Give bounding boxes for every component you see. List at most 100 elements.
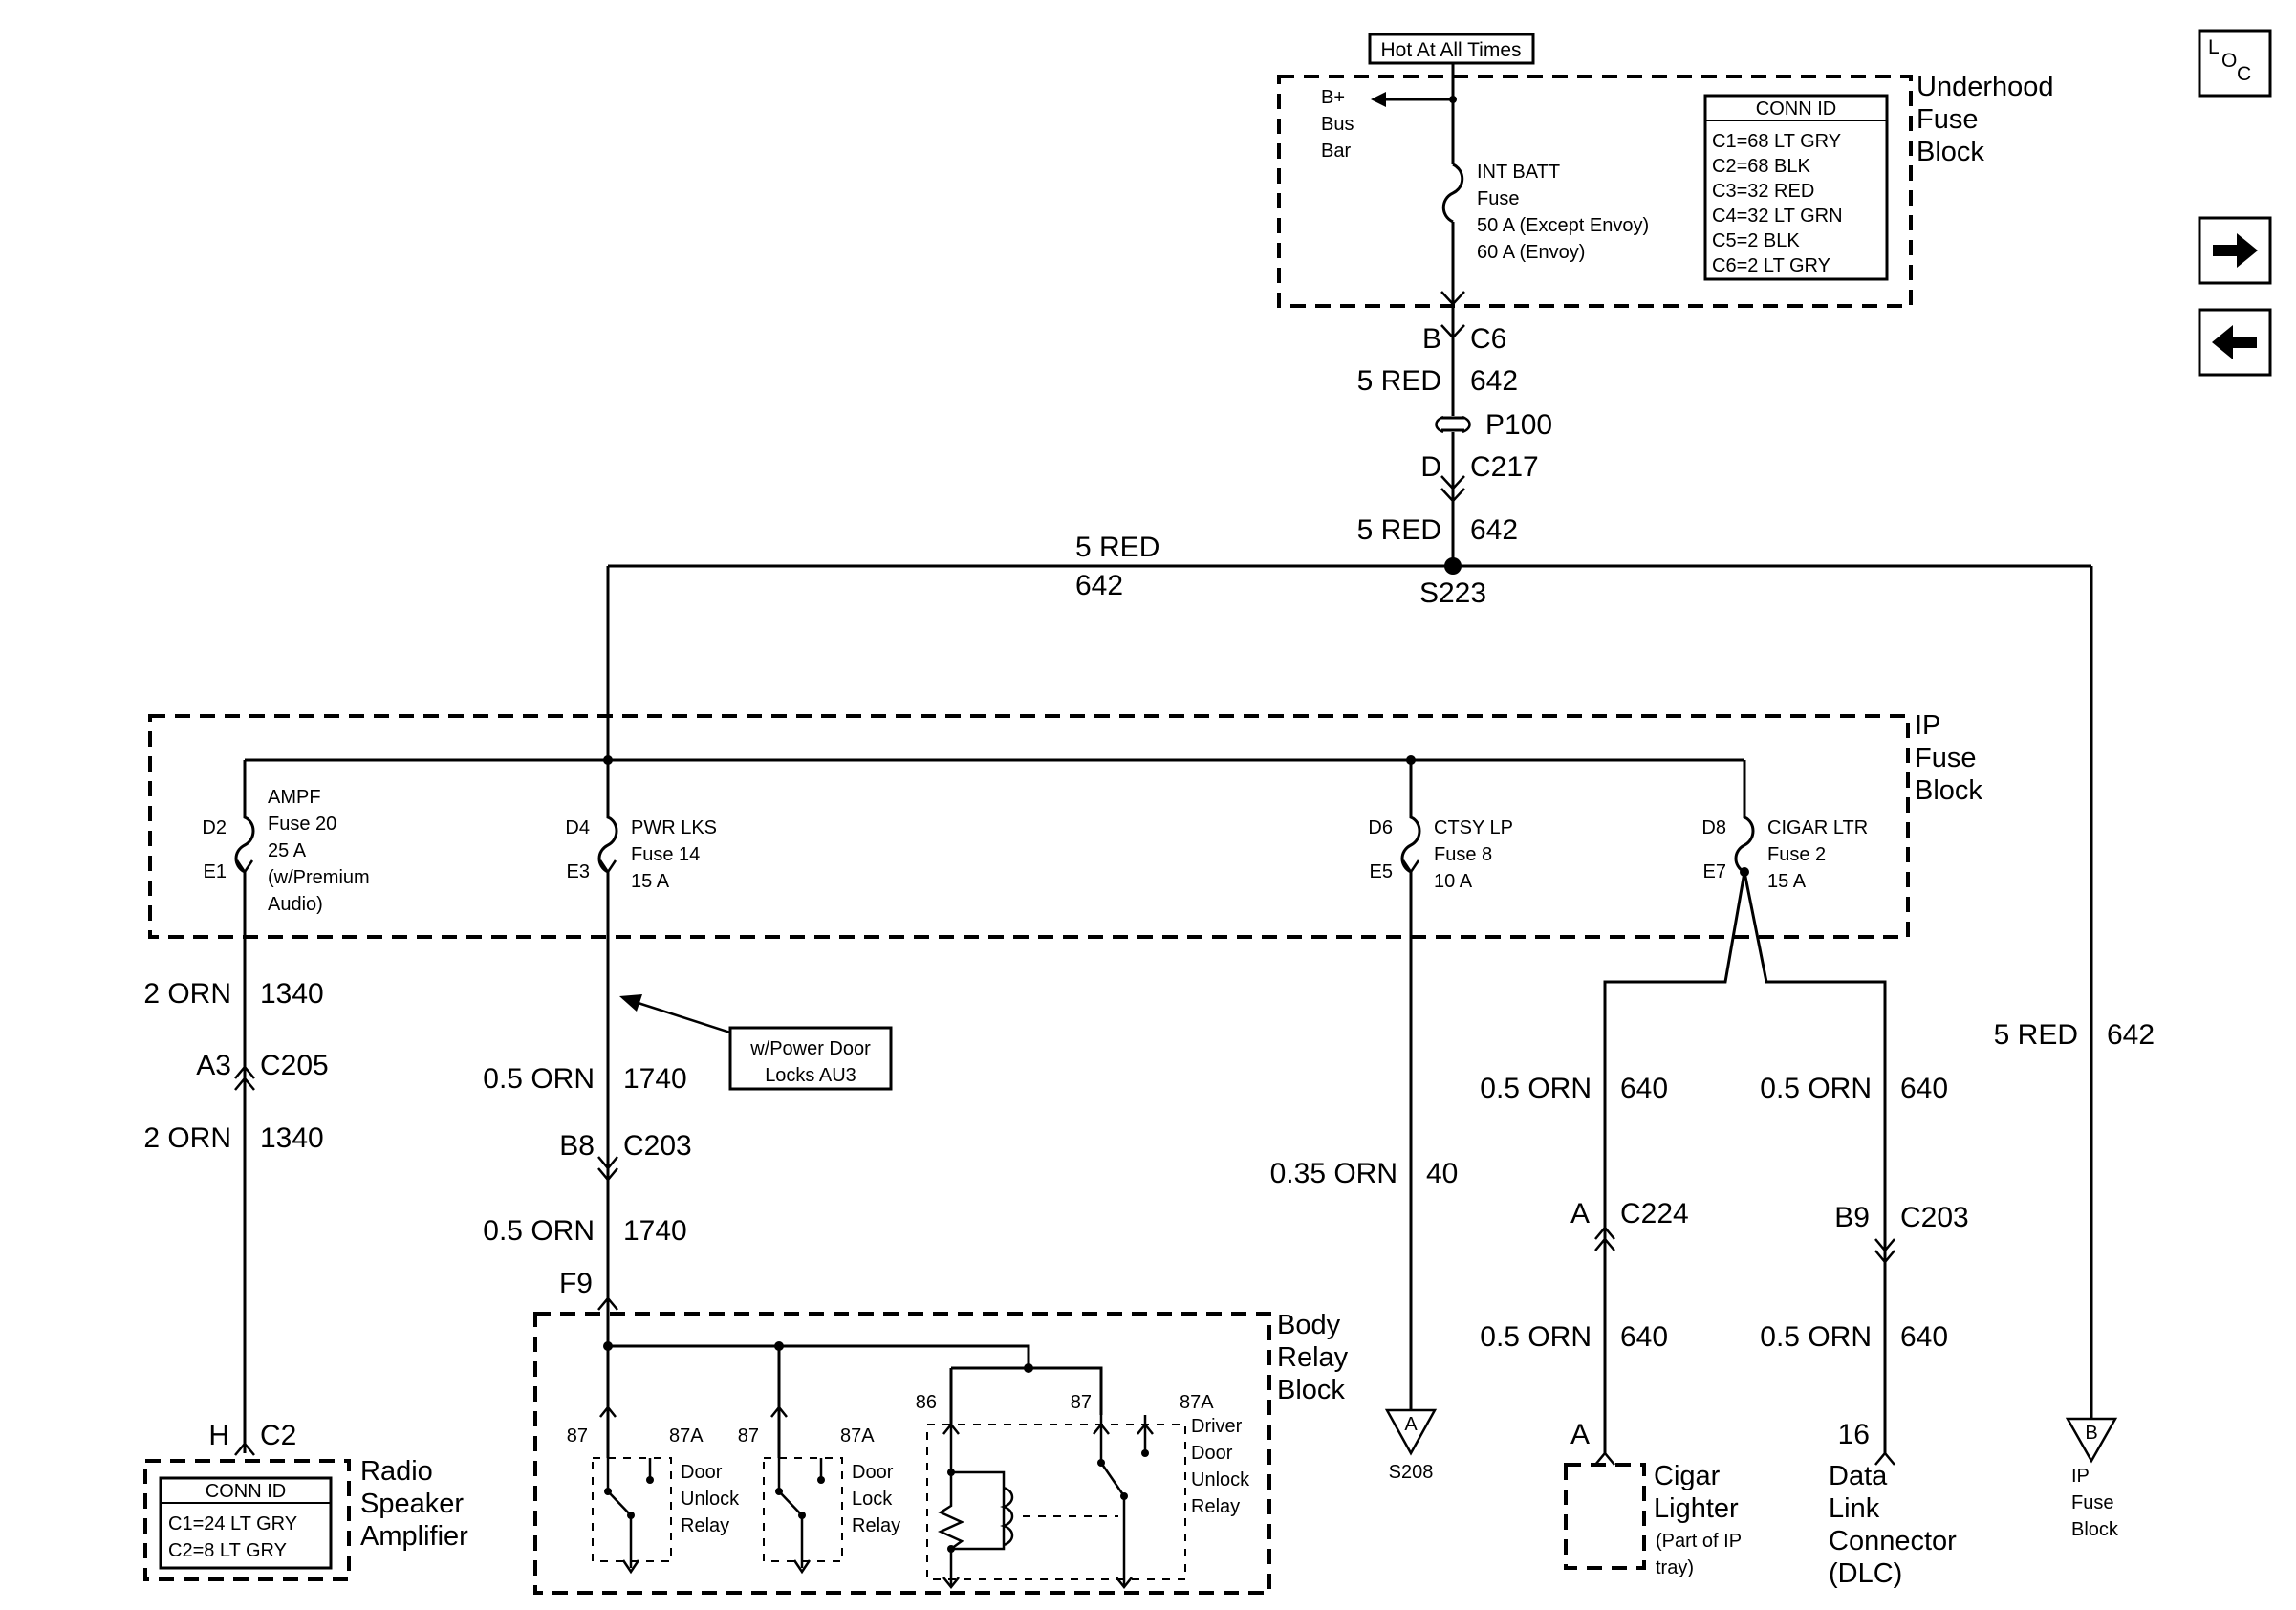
f9-connector-symbol <box>597 1296 618 1311</box>
svg-text:Hot At All Times: Hot At All Times <box>1380 39 1521 61</box>
wire-size-label: 5 RED <box>1994 1019 2078 1051</box>
svg-text:Body: Body <box>1277 1310 1341 1340</box>
s223-splice-label: S223 <box>1419 577 1486 609</box>
svg-text:Fuse: Fuse <box>1477 188 1519 209</box>
svg-text:50 A (Except Envoy): 50 A (Except Envoy) <box>1477 215 1649 236</box>
f9-pin-label: F9 <box>559 1268 593 1299</box>
dlc-pin-label: 16 <box>1838 1419 1870 1450</box>
svg-text:Relay: Relay <box>681 1515 729 1536</box>
ctsy-lp-fuse: D6 E5 CTSY LP Fuse 8 10 A <box>1368 760 1513 1410</box>
svg-text:C5=2 BLK: C5=2 BLK <box>1712 230 1800 251</box>
c2-connector-label: C2 <box>260 1420 296 1451</box>
p100-passthrough <box>1441 416 1464 432</box>
svg-text:Underhood: Underhood <box>1917 72 2054 102</box>
door-unlock-relay: 87 87A Door Unlock Relay <box>567 1425 740 1575</box>
svg-text:Relay: Relay <box>852 1515 900 1536</box>
hot-at-all-times-label: Hot At All Times <box>1368 33 1535 65</box>
circuit-number-label: 1340 <box>260 1122 324 1154</box>
svg-text:Amplifier: Amplifier <box>360 1521 468 1552</box>
circuit-number-label: 642 <box>1075 570 1123 601</box>
prev-page-button[interactable] <box>2198 308 2272 377</box>
svg-text:E3: E3 <box>567 861 590 882</box>
svg-text:Fuse: Fuse <box>2071 1492 2113 1513</box>
c205-pin-label: A3 <box>196 1050 231 1081</box>
s223-splice-dot <box>1444 557 1462 575</box>
svg-text:D8: D8 <box>1701 817 1726 838</box>
svg-text:Lighter: Lighter <box>1654 1493 1739 1524</box>
s223-bus-wire <box>606 564 2093 1419</box>
bus-bar-arrow-icon <box>1371 92 1386 107</box>
svg-text:B+: B+ <box>1321 87 1345 108</box>
wire-size-label: 0.35 ORN <box>1270 1158 1397 1189</box>
wire-size-label: 5 RED <box>1357 365 1441 397</box>
underhood-conn-id-table: CONN ID C1=68 LT GRY C2=68 BLK C3=32 RED… <box>1703 94 1889 281</box>
svg-text:Fuse 20: Fuse 20 <box>268 814 336 835</box>
svg-text:C3=32 RED: C3=32 RED <box>1712 181 1814 202</box>
int-batt-fuse-label: INT BATT Fuse 50 A (Except Envoy) 60 A (… <box>1477 162 1649 263</box>
loc-button[interactable]: L O C <box>2198 29 2272 98</box>
circuit-number-label: 640 <box>1900 1321 1948 1353</box>
c203-connector-symbol <box>597 1156 618 1182</box>
offpage-ref-a: A S208 <box>1384 1408 1438 1483</box>
radio-speaker-amplifier-label: Radio Speaker Amplifier <box>360 1456 468 1552</box>
svg-text:Relay: Relay <box>1277 1342 1349 1373</box>
svg-text:C2=8 LT GRY: C2=8 LT GRY <box>168 1540 287 1561</box>
svg-text:Connector: Connector <box>1829 1526 1957 1556</box>
svg-text:C1=68 LT GRY: C1=68 LT GRY <box>1712 131 1841 152</box>
svg-text:Radio: Radio <box>360 1456 433 1487</box>
svg-text:25 A: 25 A <box>268 840 307 861</box>
circuit-number-label: 642 <box>1470 365 1518 397</box>
cigar-ltr-fuse: D8 E7 CIGAR LTR Fuse 2 15 A <box>1701 760 1868 892</box>
svg-text:Lock: Lock <box>852 1489 893 1510</box>
svg-text:15 A: 15 A <box>1767 871 1807 892</box>
loc-o-glyph: O <box>2221 50 2237 72</box>
svg-text:Door: Door <box>1191 1443 1233 1464</box>
svg-text:C6=2 LT GRY: C6=2 LT GRY <box>1712 255 1830 276</box>
body-relay-block-title: Body Relay Block <box>1277 1310 1349 1405</box>
svg-text:C4=32 LT GRN: C4=32 LT GRN <box>1712 206 1843 227</box>
wire-size-label: 2 ORN <box>143 978 231 1010</box>
svg-text:(Part of IP: (Part of IP <box>1656 1531 1742 1552</box>
c205-connector-symbol <box>234 1065 255 1091</box>
svg-text:C2=68 BLK: C2=68 BLK <box>1712 156 1811 177</box>
svg-text:AMPF: AMPF <box>268 787 321 808</box>
svg-text:E5: E5 <box>1370 861 1393 882</box>
svg-text:Door: Door <box>852 1462 894 1483</box>
svg-text:C1=24 LT GRY: C1=24 LT GRY <box>168 1513 297 1534</box>
circuit-number-label: 640 <box>1620 1073 1668 1104</box>
svg-text:87A: 87A <box>1180 1392 1214 1413</box>
c205-connector-label: C205 <box>260 1050 329 1081</box>
c224-connector-label: C224 <box>1620 1198 1689 1229</box>
wire-size-label: 0.5 ORN <box>1760 1073 1872 1104</box>
circuit-number-label: 1740 <box>623 1063 687 1095</box>
c217-connector-label: C217 <box>1470 451 1539 483</box>
c224-connector-symbol <box>1594 1226 1615 1251</box>
svg-text:Door: Door <box>681 1462 723 1483</box>
cigar-lighter-label: Cigar Lighter (Part of IP tray) <box>1654 1461 1742 1578</box>
wire-size-label: 0.5 ORN <box>1480 1073 1592 1104</box>
wire-size-label: 0.5 ORN <box>1480 1321 1592 1353</box>
svg-text:A: A <box>1404 1414 1418 1435</box>
svg-text:D4: D4 <box>565 817 590 838</box>
svg-text:(w/Premium: (w/Premium <box>268 867 370 888</box>
svg-text:E1: E1 <box>204 861 227 882</box>
c2-pin-label: H <box>208 1420 229 1451</box>
c217-pin-label: D <box>1420 451 1441 483</box>
offpage-ref-b: B IP Fuse Block <box>2065 1417 2119 1540</box>
svg-text:Block: Block <box>1915 775 1982 806</box>
cigar-split-wire <box>1603 871 1887 1453</box>
svg-text:Unlock: Unlock <box>681 1489 740 1510</box>
svg-text:Fuse 14: Fuse 14 <box>631 844 700 865</box>
dlc-label: Data Link Connector (DLC) <box>1829 1461 1957 1589</box>
svg-text:Speaker: Speaker <box>360 1489 464 1519</box>
svg-text:B: B <box>2085 1423 2097 1444</box>
svg-text:86: 86 <box>916 1392 937 1413</box>
circuit-number-label: 40 <box>1426 1158 1458 1189</box>
svg-text:Audio): Audio) <box>268 894 323 915</box>
next-page-button[interactable] <box>2198 216 2272 285</box>
p100-label: P100 <box>1485 409 1552 441</box>
pwr-lks-fuse: D4 E3 PWR LKS Fuse 14 15 A <box>565 760 717 1302</box>
driver-door-unlock-relay: 86 87 87A Driver Door Unlock Relay <box>916 1392 1250 1590</box>
svg-text:Fuse: Fuse <box>1917 104 1978 135</box>
